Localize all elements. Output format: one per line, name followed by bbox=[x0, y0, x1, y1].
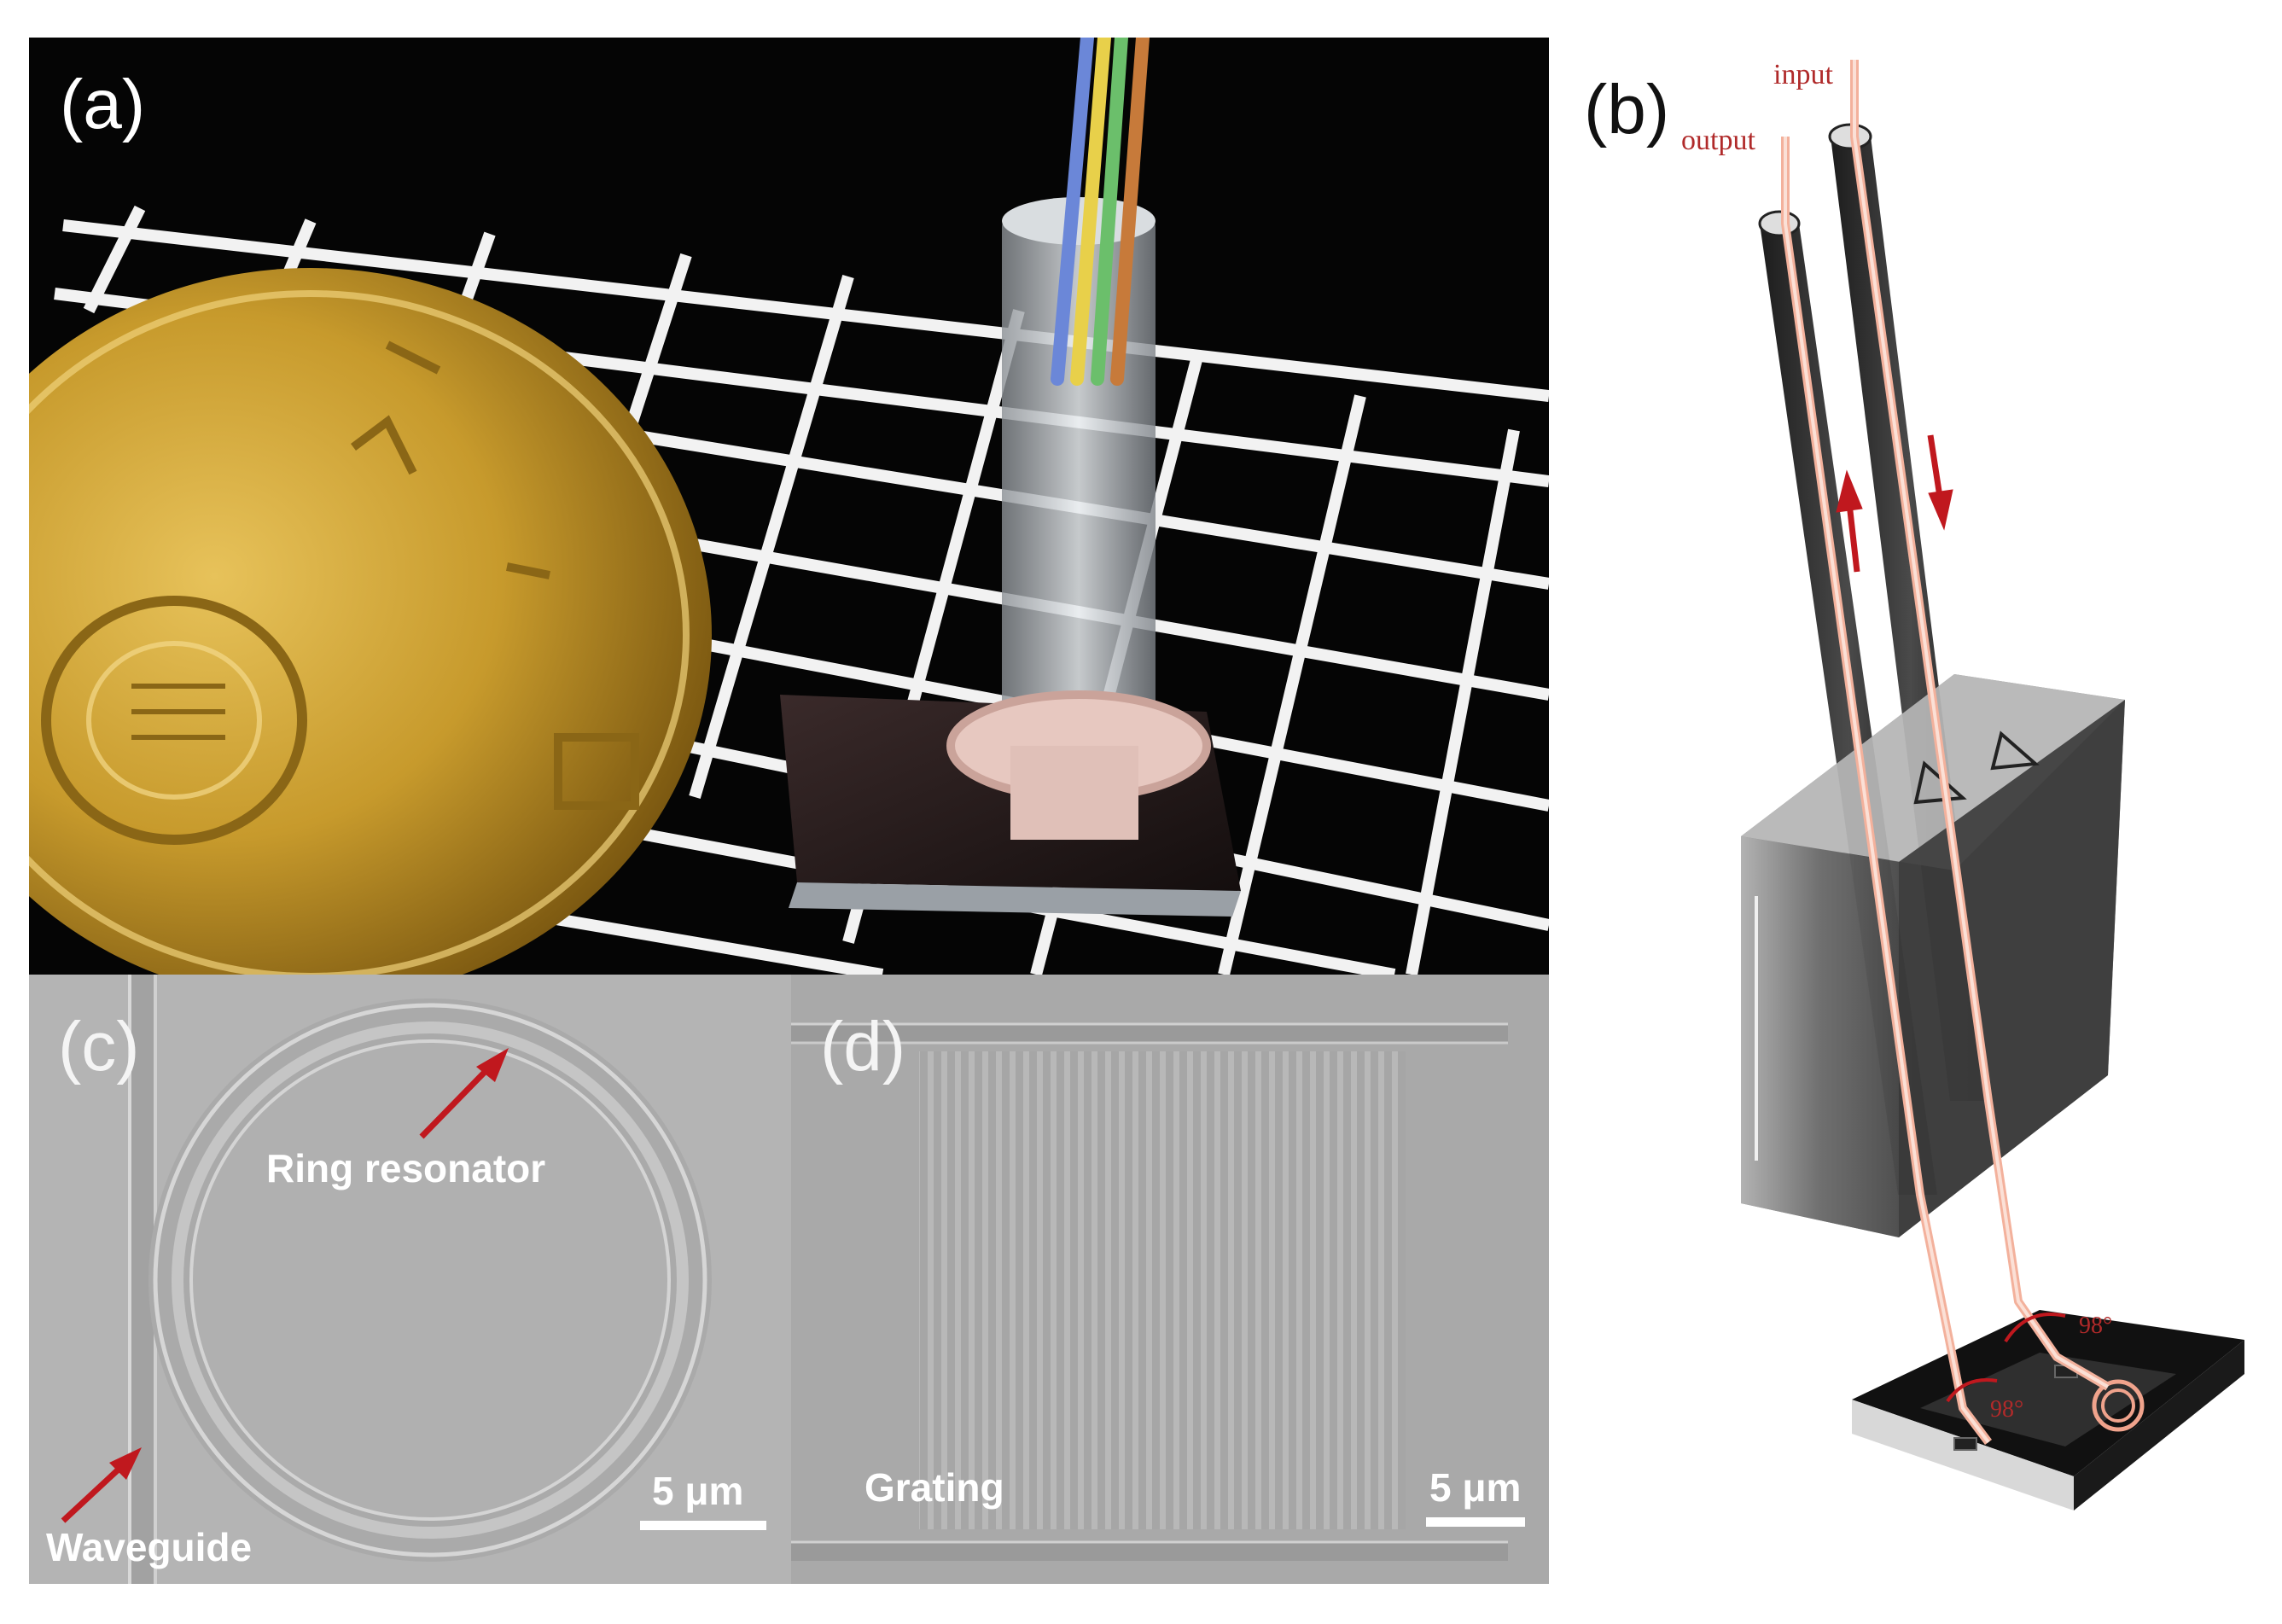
schematic-panel-b: 98° 98° input output (b) bbox=[1562, 26, 2282, 1624]
angle-arc-1 bbox=[2004, 1313, 2066, 1343]
scale-label-d: 5 μm bbox=[1429, 1465, 1522, 1510]
ring-arrow bbox=[419, 1064, 492, 1139]
grating-sem bbox=[791, 975, 1549, 1584]
panel-d-label: (d) bbox=[820, 1008, 906, 1086]
scale-bar-d bbox=[1426, 1517, 1525, 1527]
angle-2-text: 98° bbox=[1990, 1396, 2023, 1423]
device-photo bbox=[29, 38, 1549, 975]
ring-resonator-sem bbox=[29, 975, 791, 1584]
grating-label: Grating bbox=[864, 1465, 1004, 1510]
fiber-schematic: 98° 98° input output bbox=[1681, 59, 2244, 1510]
angle-1-text: 98° bbox=[2079, 1313, 2112, 1339]
input-label: input bbox=[1773, 59, 1833, 90]
fiber-bundle bbox=[1051, 38, 1150, 386]
sem-panel-c: (c) Ring resonator Waveguide 5 μm bbox=[29, 975, 791, 1584]
photo-panel-a: (a) bbox=[29, 38, 1549, 975]
ring-resonator-label: Ring resonator bbox=[266, 1146, 546, 1190]
panel-c-label: (c) bbox=[58, 1008, 140, 1086]
scale-label-c: 5 μm bbox=[652, 1469, 744, 1513]
panel-b-label: (b) bbox=[1584, 71, 1670, 148]
fiber-block bbox=[1741, 674, 2125, 1237]
panel-a-label: (a) bbox=[60, 66, 146, 143]
sem-panel-d: (d) Grating 5 μm bbox=[791, 975, 1549, 1584]
direction-arrows bbox=[1836, 434, 1953, 573]
grating-region bbox=[919, 1051, 1406, 1529]
coin bbox=[29, 268, 712, 975]
waveguide-arrow bbox=[61, 1463, 125, 1523]
waveguide-label: Waveguide bbox=[46, 1525, 253, 1569]
photonic-chip bbox=[1852, 1310, 2244, 1510]
output-label: output bbox=[1681, 125, 1755, 156]
scale-bar-c bbox=[640, 1521, 766, 1530]
bottom-rail bbox=[791, 1542, 1508, 1561]
fiber-light-path bbox=[1781, 60, 2110, 1445]
angle-arc-2 bbox=[1946, 1378, 1998, 1403]
top-rail bbox=[791, 1024, 1508, 1043]
